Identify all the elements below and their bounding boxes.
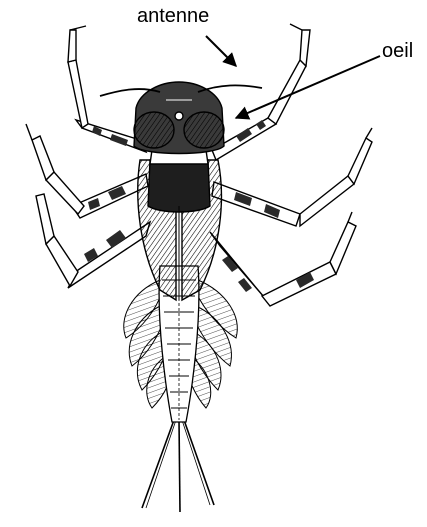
cerci [142, 420, 214, 512]
oeil-label: oeil [382, 41, 413, 61]
head [134, 82, 224, 154]
antenne-pointer [206, 36, 236, 66]
antenne-label: antenne [137, 6, 209, 26]
right-compound-eye [184, 112, 224, 148]
left-compound-eye [134, 112, 174, 148]
